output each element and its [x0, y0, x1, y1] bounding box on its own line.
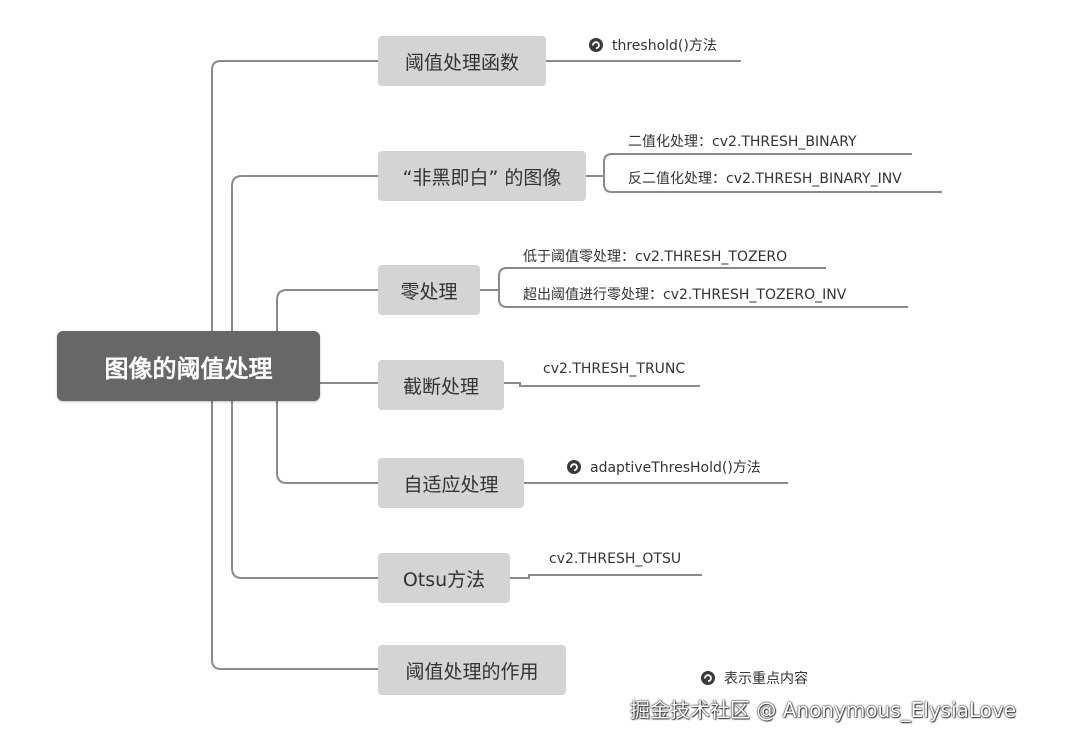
leaf-adaptive-method: adaptiveThresHold()方法 [566, 457, 761, 477]
branch-threshold-function: 阈值处理函数 [378, 36, 546, 86]
leaf-tozero: 低于阈值零处理：cv2.THRESH_TOZERO [523, 249, 788, 265]
connector-leaf-4 [504, 382, 700, 387]
connector-leaf-3b [498, 290, 908, 308]
connector-leaf-2b [603, 176, 942, 193]
connector-branch-3 [276, 289, 378, 331]
branch-threshold-purpose: 阈值处理的作用 [378, 645, 566, 695]
leaf-binary-inv: 反二值化处理：cv2.THRESH_BINARY_INV [628, 171, 902, 187]
leaf-label: threshold()方法 [612, 38, 717, 54]
legend-label: 表示重点内容 [724, 671, 808, 687]
leaf-threshold-method: threshold()方法 [588, 35, 717, 55]
branch-otsu-method: Otsu方法 [378, 553, 510, 603]
connector-leaf-2a [586, 153, 912, 177]
leaf-trunc: cv2.THRESH_TRUNC [543, 361, 686, 377]
branch-truncate-processing: 截断处理 [378, 360, 504, 410]
key-point-icon [700, 670, 716, 686]
connector-branch-2 [231, 175, 378, 331]
leaf-otsu: cv2.THRESH_OTSU [549, 551, 682, 567]
leaf-label: adaptiveThresHold()方法 [590, 460, 761, 476]
connector-branch-7 [211, 401, 378, 670]
root-topic: 图像的阈值处理 [57, 331, 320, 401]
key-point-icon [588, 37, 604, 53]
watermark: 掘金技术社区 @ Anonymous_ElysiaLove [630, 698, 1017, 722]
leaf-binary: 二值化处理：cv2.THRESH_BINARY [628, 134, 857, 150]
key-point-icon [566, 459, 582, 475]
branch-adaptive-processing: 自适应处理 [378, 458, 524, 508]
leaf-tozero-inv: 超出阈值进行零处理：cv2.THRESH_TOZERO_INV [523, 287, 847, 303]
connector-branch-5 [276, 401, 378, 484]
connector-branch-6 [231, 401, 378, 579]
connector-branch-1 [211, 60, 378, 331]
legend: 表示重点内容 [700, 668, 808, 688]
connector-leaf-3a [480, 267, 826, 291]
branch-black-white-image: “非黑即白” 的图像 [378, 151, 586, 201]
connector-leaf-6 [510, 574, 702, 579]
branch-zero-processing: 零处理 [378, 265, 480, 315]
